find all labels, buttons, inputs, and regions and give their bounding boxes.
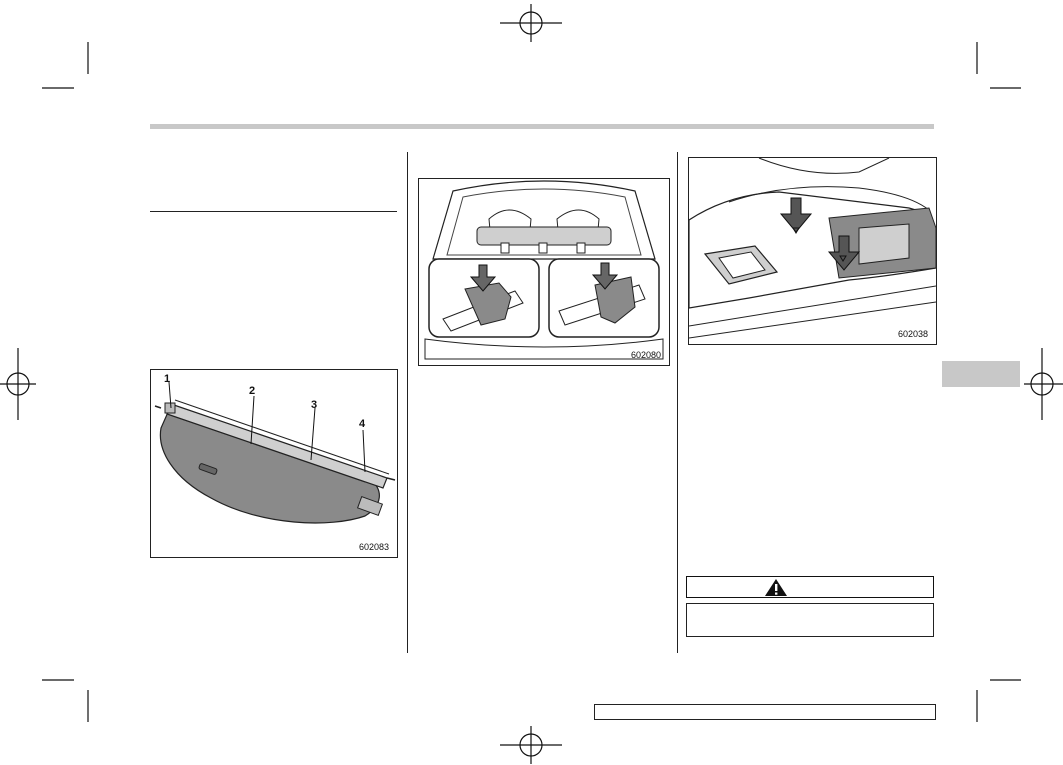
column-divider-right bbox=[677, 152, 678, 653]
side-trim-illustration bbox=[689, 158, 936, 339]
figure-code: 602080 bbox=[630, 350, 661, 360]
header-bar bbox=[150, 124, 934, 129]
cargo-area-figure: 602080 bbox=[418, 178, 670, 366]
cargo-cover-illustration bbox=[154, 381, 396, 524]
figure-code: 602038 bbox=[897, 329, 928, 339]
cargo-cover-figure: 1 2 3 4 602083 bbox=[150, 369, 398, 558]
column-divider-left bbox=[407, 152, 408, 653]
callout-2: 2 bbox=[249, 385, 256, 397]
chapter-tab bbox=[942, 361, 1020, 387]
page-number-box bbox=[594, 704, 936, 720]
cargo-area-illustration bbox=[424, 180, 664, 360]
callout-3: 3 bbox=[311, 399, 318, 411]
side-trim-figure: 602038 bbox=[688, 157, 937, 345]
warning-triangle-icon bbox=[765, 579, 787, 596]
warning-header bbox=[686, 576, 934, 598]
callout-1: 1 bbox=[164, 373, 171, 385]
callout-4: 4 bbox=[359, 418, 366, 430]
warning-body bbox=[686, 603, 934, 637]
section-rule bbox=[150, 211, 397, 212]
figure-code: 602083 bbox=[358, 542, 389, 552]
